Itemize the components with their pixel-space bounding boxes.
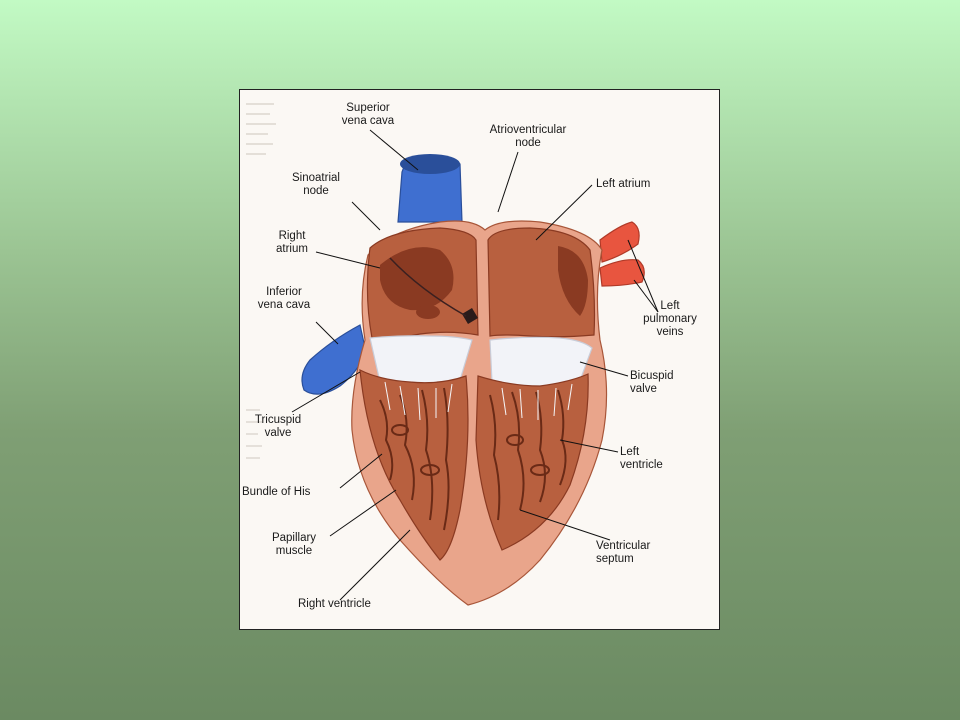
label-tricuspid-valve: Tricuspid valve <box>254 414 302 439</box>
label-bicuspid-valve: Bicuspid valve <box>630 370 674 395</box>
atrioventricular-node-marker <box>462 308 478 324</box>
coronary-sinus-opening <box>416 305 440 319</box>
conduction-path <box>389 257 467 317</box>
label-sinoatrial-node: Sinoatrial node <box>292 172 340 197</box>
label-superior-vena-cava: Superior vena cava <box>341 102 395 127</box>
left-pulmonary-vein-lower <box>599 259 645 287</box>
label-inferior-vena-cava: Inferior vena cava <box>257 286 311 311</box>
chordae-tendineae <box>384 381 573 421</box>
left-atrium-inner-shade <box>558 246 588 316</box>
label-left-ventricle: Left ventricle <box>620 446 663 471</box>
label-right-ventricle: Right ventricle <box>298 598 371 610</box>
sinoatrial-node-fold <box>380 247 454 311</box>
label-left-pulmonary-veins: Left pulmonary veins <box>643 300 697 338</box>
heart-diagram-figure: Superior vena cava Atrioventricular node… <box>239 89 720 630</box>
label-papillary-muscle: Papillary muscle <box>271 532 317 557</box>
label-right-atrium: Right atrium <box>276 230 308 255</box>
label-bundle-of-his: Bundle of His <box>242 486 311 498</box>
leader-lines <box>291 129 659 601</box>
label-left-atrium: Left atrium <box>596 178 651 190</box>
left-pulmonary-vein-upper <box>599 221 640 263</box>
page-texture <box>246 103 276 459</box>
heart-illustration <box>246 103 659 606</box>
label-ventricular-septum: Ventricular septum <box>596 540 651 565</box>
label-atrioventricular-node: Atrioventricular node <box>489 124 567 149</box>
ventricle-trabeculae <box>379 387 567 531</box>
superior-vena-cava-opening <box>400 154 460 174</box>
inferior-vena-cava-vessel <box>301 324 367 395</box>
left-ventricle-chamber <box>475 373 589 551</box>
